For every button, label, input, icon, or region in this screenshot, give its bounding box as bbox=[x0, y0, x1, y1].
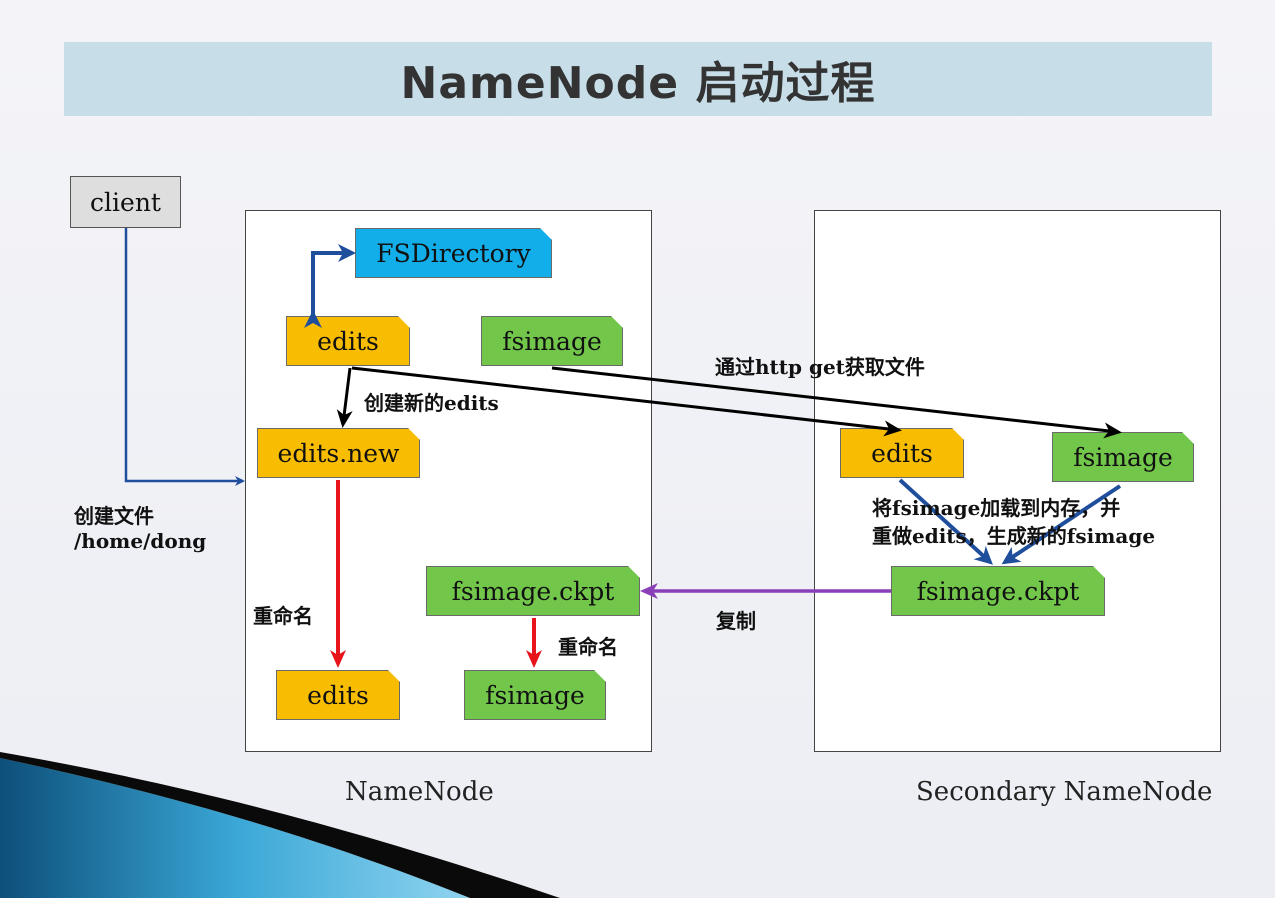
create-file-label: 创建文件 /home/dong bbox=[74, 500, 206, 553]
http-get-edits-arrow bbox=[351, 366, 902, 437]
load-redo-label: 将fsimage加载到内存，并 重做edits，生成新的fsimage bbox=[872, 494, 1155, 550]
namenode-edits-final-box[interactable]: edits bbox=[276, 670, 400, 720]
create-file-line-2: /home/dong bbox=[74, 529, 207, 553]
rename-label-2: 重命名 bbox=[558, 635, 618, 659]
secondary-edits-label: edits bbox=[871, 438, 933, 468]
namenode-caption: NameNode bbox=[345, 777, 494, 807]
namenode-fsimage-final-label: fsimage bbox=[485, 680, 585, 710]
client-box[interactable]: client bbox=[70, 176, 181, 228]
create-file-line-1: 创建文件 bbox=[74, 504, 154, 528]
client-label: client bbox=[90, 187, 161, 217]
client-to-namenode-arrow bbox=[124, 228, 245, 486]
page-title: NameNode 启动过程 bbox=[400, 58, 876, 109]
namenode-fsimage-ckpt-box[interactable]: fsimage.ckpt bbox=[426, 566, 640, 616]
load-redo-line-1: 将fsimage加载到内存，并 bbox=[872, 496, 1121, 520]
http-get-fsimage-arrow bbox=[551, 366, 1122, 439]
copy-label: 复制 bbox=[716, 609, 756, 633]
namenode-fsimage-label: fsimage bbox=[502, 326, 602, 356]
namenode-fsimage-box[interactable]: fsimage bbox=[481, 316, 623, 366]
edits-new-label: edits.new bbox=[277, 438, 400, 468]
create-new-edits-arrow bbox=[336, 367, 353, 428]
load-redo-line-2: 重做edits，生成新的fsimage bbox=[872, 524, 1156, 548]
secondary-fsimage-box[interactable]: fsimage bbox=[1052, 432, 1194, 482]
secondary-fsimage-ckpt-box[interactable]: fsimage.ckpt bbox=[891, 566, 1105, 616]
namenode-edits-label: edits bbox=[317, 326, 379, 356]
namenode-fsimage-final-box[interactable]: fsimage bbox=[464, 670, 606, 720]
title-bar: NameNode 启动过程 bbox=[64, 42, 1212, 116]
namenode-edits-final-label: edits bbox=[307, 680, 369, 710]
merge-edits-arrow bbox=[898, 478, 993, 565]
secondary-fsimage-ckpt-label: fsimage.ckpt bbox=[916, 576, 1080, 606]
fsdirectory-box[interactable]: FSDirectory bbox=[355, 228, 552, 278]
secondary-fsimage-label: fsimage bbox=[1073, 442, 1173, 472]
namenode-fsimage-ckpt-label: fsimage.ckpt bbox=[451, 576, 615, 606]
secondary-namenode-caption: Secondary NameNode bbox=[916, 777, 1213, 807]
create-new-edits-label: 创建新的edits bbox=[364, 391, 499, 415]
fsdirectory-edits-arrow bbox=[304, 244, 356, 328]
fsdirectory-label: FSDirectory bbox=[376, 238, 531, 268]
edits-new-box[interactable]: edits.new bbox=[257, 428, 420, 478]
http-get-label: 通过http get获取文件 bbox=[715, 355, 925, 379]
secondary-edits-box[interactable]: edits bbox=[840, 428, 964, 478]
rename-label-1: 重命名 bbox=[253, 604, 313, 628]
merge-fsimage-arrow bbox=[1001, 484, 1122, 565]
